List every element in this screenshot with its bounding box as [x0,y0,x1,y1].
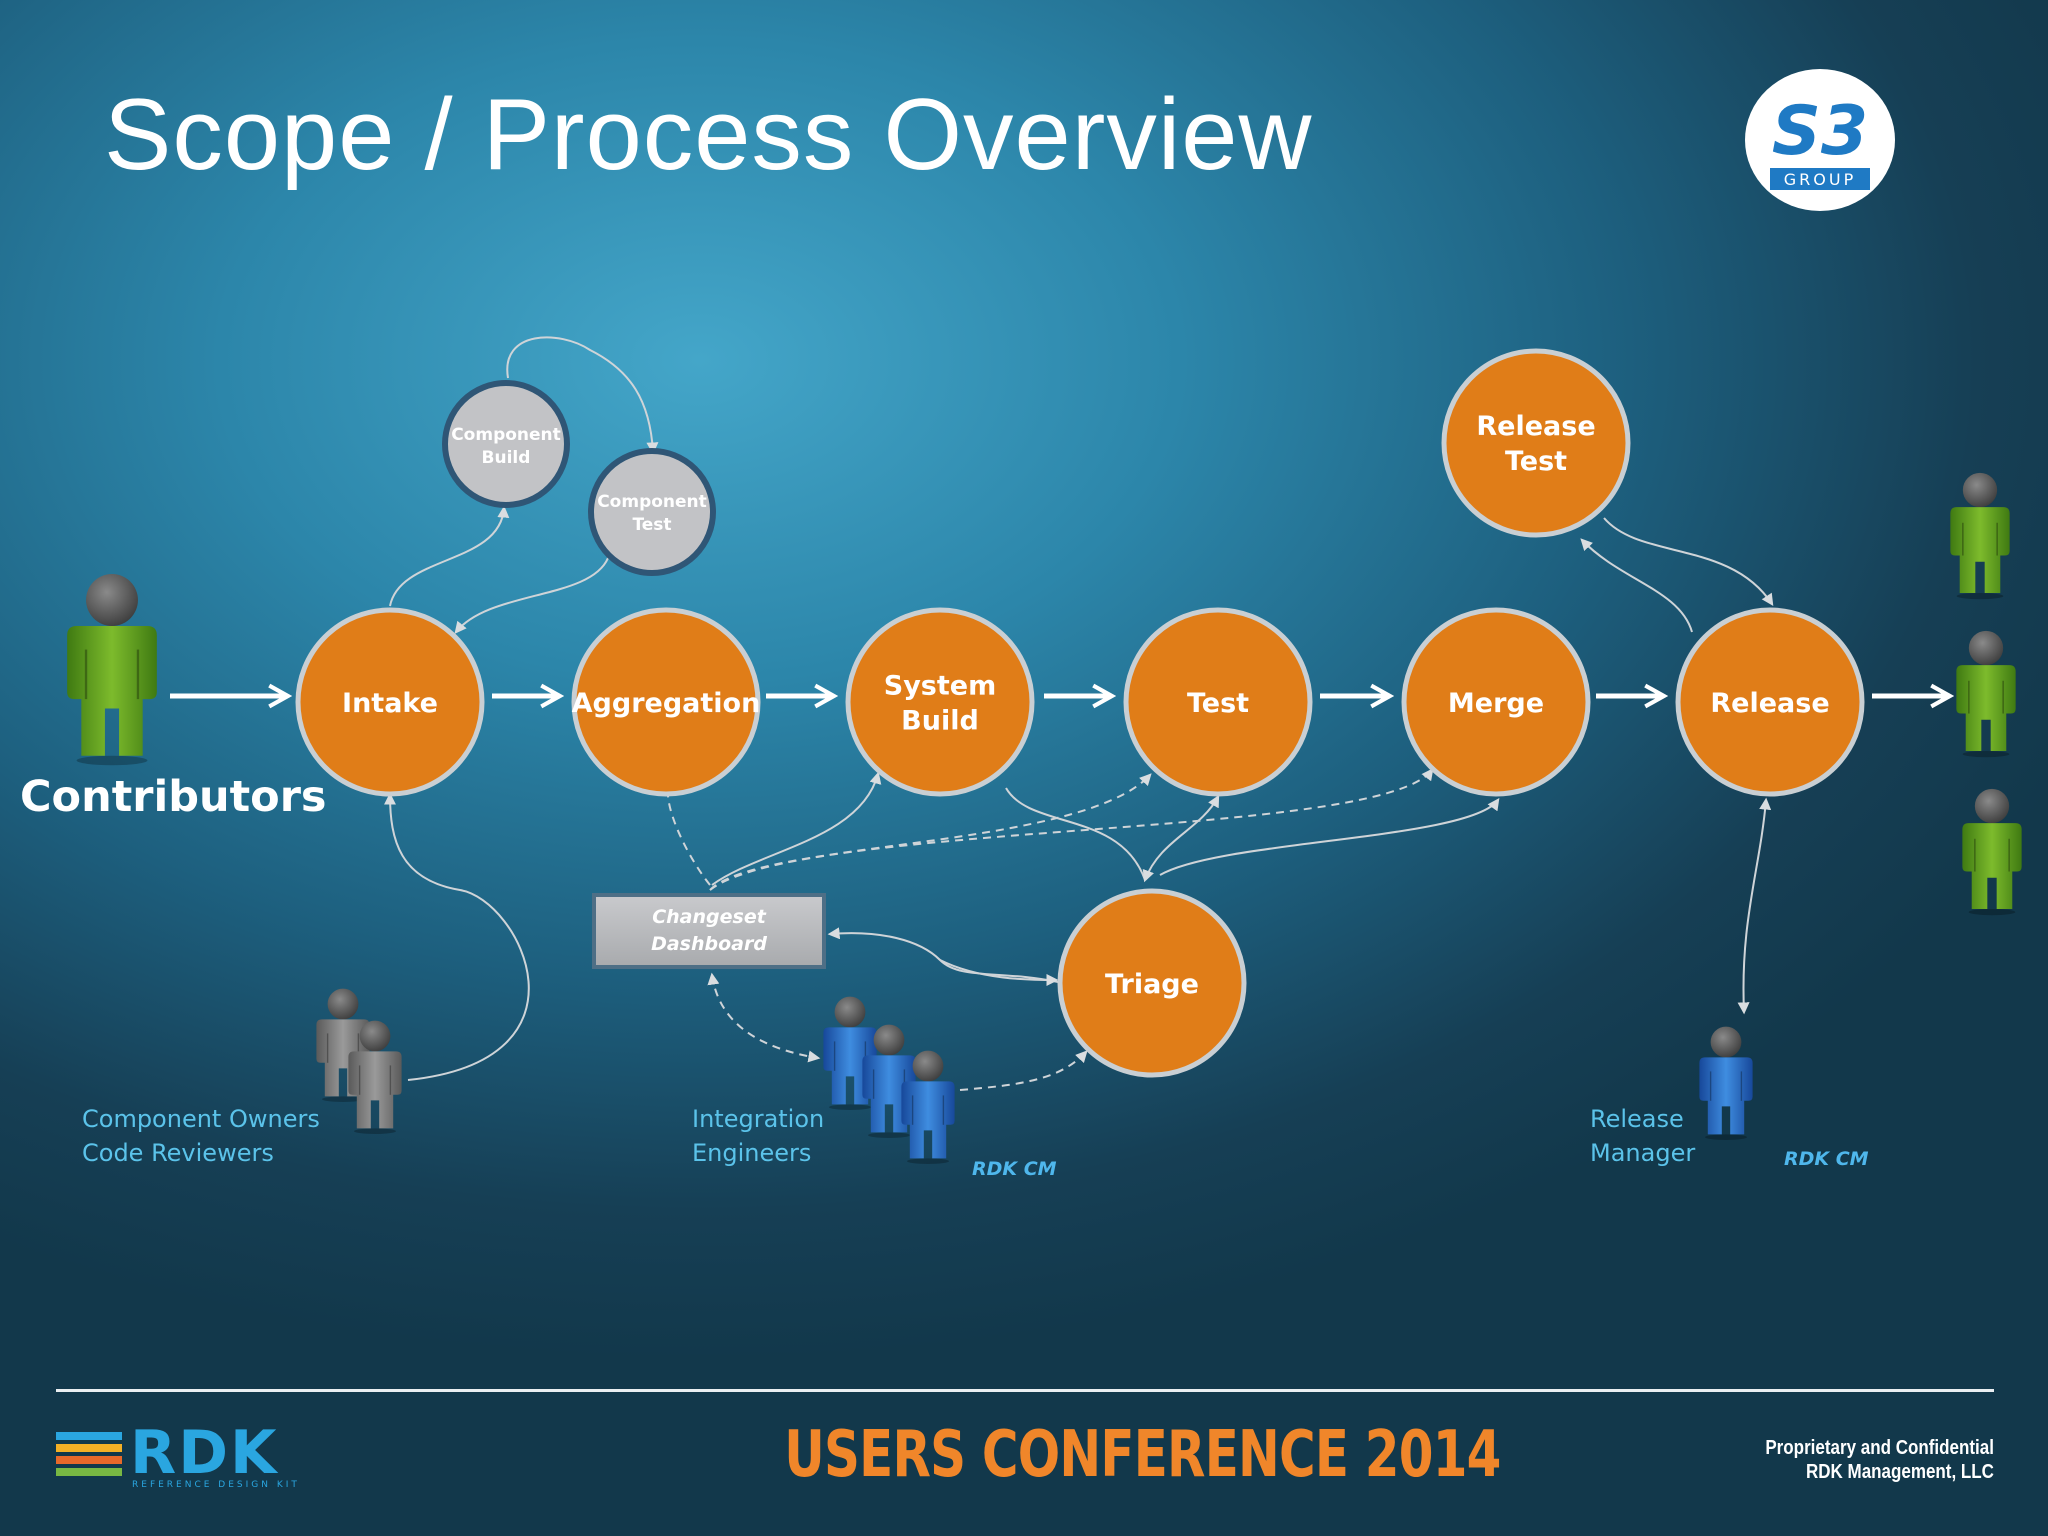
dashboard-line2: Dashboard [651,933,767,955]
connector-lines [384,336,1774,1081]
release-manager-label: Release Manager [1590,1102,1695,1170]
node-merge: Merge [1401,607,1591,797]
contributor-person-icon [67,574,157,766]
svg-text:Build: Build [482,448,531,468]
rdk-logo-text: RDK [130,1418,279,1488]
release-manager-line1: Release [1590,1105,1684,1133]
contributors-label: Contributors [20,772,327,822]
node-aggregation: Aggregation [571,607,761,797]
confidential-line2: RDK Management, LLC [1806,1461,1994,1483]
release-rdk-cm-tag: RDK CM [1784,1148,1869,1170]
integration-engineers-label: Integration Engineers [692,1102,824,1170]
logo-subtext: GROUP [1784,170,1856,189]
triage-node: Triage [1057,888,1247,1078]
s3-group-logo: S3 GROUP [1745,69,1895,211]
output-person-icon-1 [1950,472,2010,600]
component-owners-label: Component Owners Code Reviewers [82,1102,320,1170]
dashboard-line1: Changeset [652,906,766,928]
output-person-icon-3 [1962,788,2022,916]
node-release-label: Release [1710,688,1829,719]
node-intake-label: Intake [342,688,438,719]
integration-rdk-cm-tag: RDK CM [972,1158,1057,1180]
conference-title: USERS CONFERENCE 2014 [784,1418,1501,1492]
integration-line2: Engineers [692,1139,812,1167]
component-owners-line2: Code Reviewers [82,1139,274,1167]
svg-text:Release: Release [1476,411,1595,442]
release-test-node: Release Test [1441,348,1631,538]
release-manager-person-icon [1699,1026,1753,1140]
node-merge-label: Merge [1448,688,1544,719]
svg-text:Component: Component [597,492,707,512]
logo-text: S3 [1772,92,1868,171]
dashed-connectors [667,768,1434,1091]
footer-divider [56,1389,1994,1392]
node-intake: Intake [295,607,485,797]
rdk-logo: RDK REFERENCE DESIGN KIT [56,1418,306,1494]
component-test-node: Component Test [588,448,716,576]
node-system-build-label: System [884,671,996,702]
confidential-line1: Proprietary and Confidential [1765,1437,1994,1459]
changeset-dashboard: Changeset Dashboard [592,893,826,969]
svg-text:Test: Test [1505,446,1567,477]
integration-line1: Integration [692,1105,825,1133]
svg-text:Test: Test [632,515,671,535]
node-system-build-label: Build [901,706,979,737]
svg-text:Component: Component [451,425,561,445]
output-person-icon-2 [1956,630,2016,758]
node-aggregation-label: Aggregation [572,688,761,719]
component-owner-person-icon-2 [348,1020,402,1134]
release-manager-line2: Manager [1590,1139,1696,1167]
svg-text:Triage: Triage [1105,969,1199,1000]
node-test-label: Test [1187,688,1249,719]
component-owners-line1: Component Owners [82,1105,320,1133]
node-test: Test [1123,607,1313,797]
page-title: Scope / Process Overview [104,79,1313,191]
component-build-node: Component Build [442,380,570,508]
integration-engineer-person-icon-3 [901,1050,955,1164]
rdk-logo-subtext: REFERENCE DESIGN KIT [132,1480,300,1490]
node-release: Release [1675,607,1865,797]
confidential-notice: Proprietary and Confidential RDK Managem… [1765,1436,1994,1484]
